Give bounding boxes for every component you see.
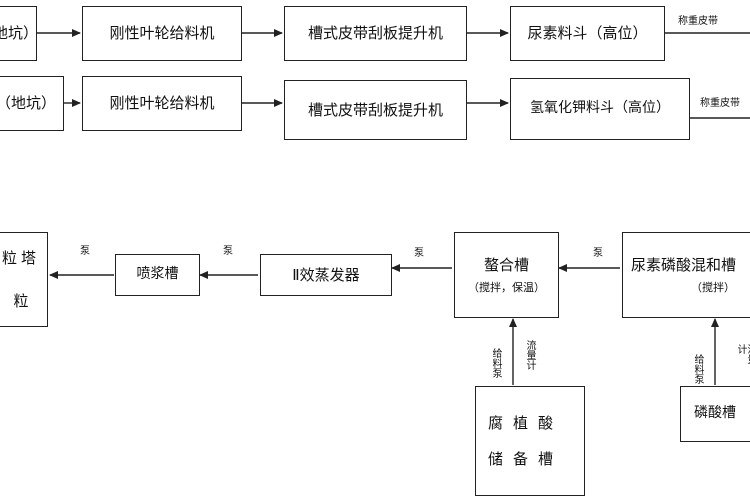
feed-pump-label-phosphoric: 给料泵	[692, 354, 703, 384]
granulation-tower-box: 粒塔 粒	[0, 232, 48, 327]
chelation-tank-sub: （搅拌，保温）	[468, 280, 545, 294]
row1-weigh-belt-label: 称重皮带	[678, 16, 718, 27]
mixing-tank-sub: （搅拌）	[691, 280, 735, 294]
row2-hopper-label: 氢氧化钾料斗（高位）	[530, 100, 670, 117]
row1-source-box: 地坑）	[0, 6, 39, 61]
spray-tank-box: 喷浆槽	[115, 254, 200, 296]
row1-source-label: 地坑）	[0, 24, 39, 43]
granulation-tower-label-2: 粒	[13, 291, 29, 310]
chelation-tank-label: 螯合槽	[483, 255, 529, 274]
pump-label-3: 泵	[223, 246, 233, 257]
pump-label-2: 泵	[414, 248, 424, 259]
spray-tank-label: 喷浆槽	[136, 266, 179, 283]
row2-weigh-belt-label: 称重皮带	[700, 98, 740, 109]
row2-source-label: （地坑）	[0, 94, 56, 113]
mixing-tank-box: 尿素磷酸混和槽 （搅拌）	[622, 232, 750, 318]
pump-label-1: 泵	[593, 248, 603, 259]
row2-hopper-box: 氢氧化钾料斗（高位）	[510, 78, 690, 140]
phosphoric-tank-box: 磷酸槽	[680, 386, 750, 442]
evaporator-box: Ⅱ效蒸发器	[260, 254, 392, 296]
row1-feeder-box: 刚性叶轮给料机	[82, 6, 242, 61]
row1-hopper-label: 尿素料斗（高位）	[527, 24, 648, 43]
row2-elevator-label: 槽式皮带刮板提升机	[307, 100, 443, 119]
granulation-tower-label-1: 粒塔	[1, 248, 40, 267]
row1-elevator-label: 槽式皮带刮板提升机	[307, 24, 443, 43]
evaporator-label: Ⅱ效蒸发器	[292, 265, 360, 284]
row2-feeder-label: 刚性叶轮给料机	[109, 94, 215, 113]
mixing-tank-label: 尿素磷酸混和槽	[631, 255, 737, 274]
pump-label-4: 泵	[80, 246, 90, 257]
flowmeter-label-humic: 流量计	[524, 340, 535, 370]
row1-elevator-box: 槽式皮带刮板提升机	[284, 6, 467, 61]
row1-hopper-box: 尿素料斗（高位）	[510, 6, 665, 61]
row2-elevator-box: 槽式皮带刮板提升机	[284, 80, 467, 140]
feed-pump-label-humic: 给料泵	[490, 348, 501, 378]
humic-acid-tank-label: 腐植酸储备槽	[488, 414, 564, 468]
chelation-tank-box: 螯合槽 （搅拌，保温）	[454, 232, 559, 318]
row1-feeder-label: 刚性叶轮给料机	[109, 24, 215, 43]
row2-feeder-box: 刚性叶轮给料机	[82, 76, 242, 131]
row2-source-box: （地坑）	[0, 76, 64, 131]
humic-acid-tank-box: 腐植酸储备槽	[475, 386, 585, 496]
phosphoric-tank-label: 磷酸槽	[694, 405, 736, 422]
flowmeter-label-phosphoric: 流量计	[735, 344, 750, 364]
